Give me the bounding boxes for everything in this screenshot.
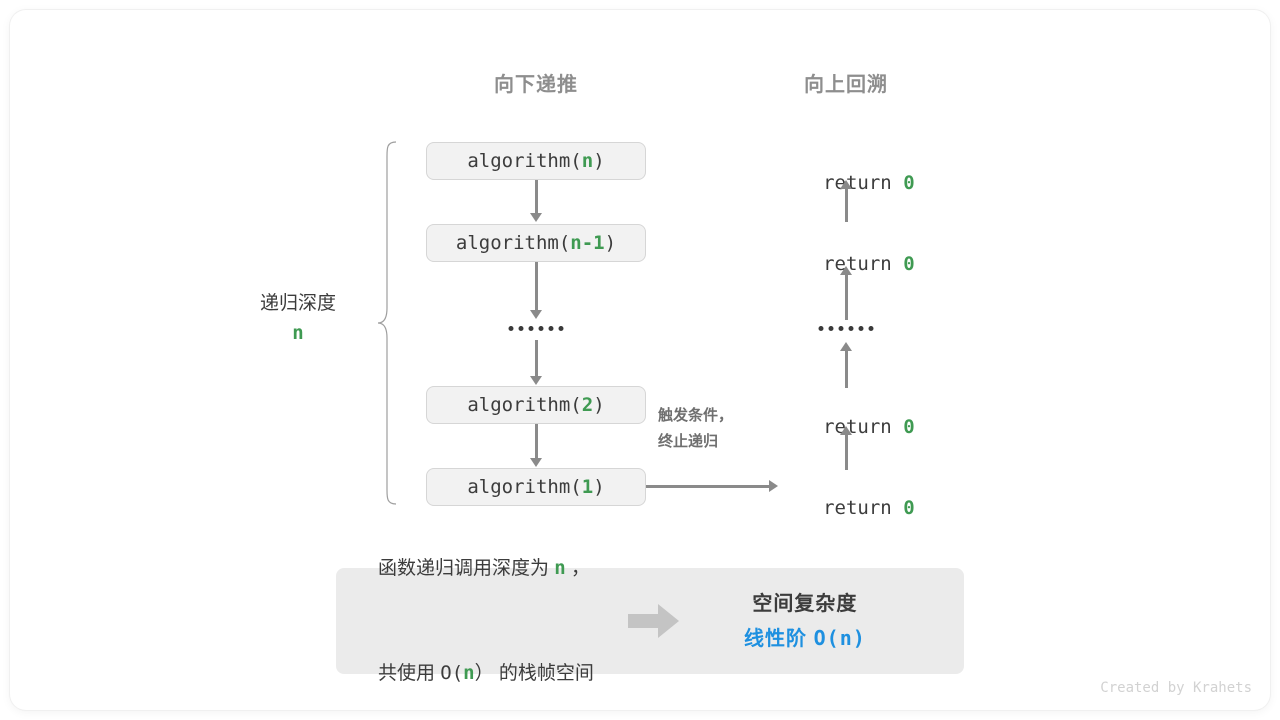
summary-line-2-text-a: 共使用 xyxy=(378,663,441,685)
summary-complexity-value: 线性阶 O(n) xyxy=(710,621,900,656)
summary-line-1-n: n xyxy=(554,556,566,579)
heading-downward-recursion: 向下递推 xyxy=(494,74,578,96)
summary-line-1: 函数递归调用深度为 n ， xyxy=(378,551,594,586)
call-box-n-minus-1[interactable]: algorithm(n-1) xyxy=(426,224,646,262)
summary-complexity-title: 空间复杂度 xyxy=(752,592,858,615)
trigger-note-line2: 终止递归 xyxy=(658,433,719,451)
call-box-n-minus-1-suffix: ) xyxy=(604,232,617,254)
return-label-4: return 0 xyxy=(777,475,915,541)
call-box-2-suffix: ) xyxy=(593,394,605,416)
call-box-2-arg: 2 xyxy=(581,394,594,416)
trigger-condition-note: 触发条件， 终止递归 xyxy=(658,403,733,456)
call-box-2[interactable]: algorithm(2) xyxy=(426,386,646,424)
summary-description: 函数递归调用深度为 n ， 共使用 O(n） 的栈帧空间 xyxy=(378,480,594,710)
call-box-n-arg: n xyxy=(581,150,594,172)
call-box-1-arg: 1 xyxy=(581,476,594,498)
summary-line-2-n: n xyxy=(463,662,475,685)
ellipsis-dots-right xyxy=(818,326,874,331)
return-label-4-keyword: return xyxy=(823,497,904,519)
call-box-n-prefix: algorithm( xyxy=(467,150,582,172)
arrow-down-4 xyxy=(526,424,546,468)
arrow-down-2 xyxy=(526,262,546,320)
arrow-up-1 xyxy=(836,180,856,224)
credit-text: Created by Krahets xyxy=(1100,680,1252,696)
arrow-up-3 xyxy=(836,342,856,388)
trigger-note-line1: 触发条件， xyxy=(658,407,734,424)
diagram-card: 向下递推 向上回溯 递归深度 n algorithm(n) algorithm(… xyxy=(10,10,1270,710)
depth-brace xyxy=(377,141,397,505)
summary-line-2: 共使用 O(n） 的栈帧空间 xyxy=(378,656,594,691)
return-label-1-value: 0 xyxy=(903,172,915,194)
recursion-depth-label: 递归深度 n xyxy=(260,290,336,347)
summary-complexity-order: 线性阶 xyxy=(744,627,814,650)
arrow-down-3 xyxy=(526,340,546,386)
summary-complexity-big-o: O(n) xyxy=(813,625,866,650)
arrow-down-1 xyxy=(526,180,546,224)
summary-line-2-text-b: 的栈帧空间 xyxy=(493,663,594,685)
ellipsis-dots-left xyxy=(508,326,564,331)
call-box-1-prefix: algorithm( xyxy=(467,476,582,498)
return-label-3-value: 0 xyxy=(903,416,915,438)
call-box-1[interactable]: algorithm(1) xyxy=(426,468,646,506)
call-box-n[interactable]: algorithm(n) xyxy=(426,142,646,180)
return-label-4-value: 0 xyxy=(903,497,915,519)
arrow-up-2 xyxy=(836,266,856,320)
summary-line-1-text-a: 函数递归调用深度为 xyxy=(378,557,555,579)
call-box-n-minus-1-arg: n-1 xyxy=(570,232,605,254)
call-box-2-prefix: algorithm( xyxy=(467,394,582,416)
summary-complexity: 空间复杂度 线性阶 O(n) xyxy=(710,587,900,656)
call-box-n-suffix: ) xyxy=(593,150,605,172)
arrow-up-4 xyxy=(836,426,856,470)
recursion-depth-text: 递归深度 xyxy=(259,293,337,314)
right-block-arrow-icon xyxy=(627,604,679,638)
summary-line-2-paren: ） xyxy=(474,663,494,685)
recursion-depth-value: n xyxy=(292,321,304,344)
summary-panel: 函数递归调用深度为 n ， 共使用 O(n） 的栈帧空间 空间复杂度 线性阶 O… xyxy=(336,557,964,684)
call-box-1-suffix: ) xyxy=(593,476,605,498)
heading-upward-backtracking: 向上回溯 xyxy=(804,74,888,96)
summary-line-1-text-b: ， xyxy=(565,557,591,579)
summary-line-2-big-o: O( xyxy=(440,662,464,685)
return-label-2-value: 0 xyxy=(903,253,915,275)
arrow-right-terminate xyxy=(646,473,778,499)
call-box-n-minus-1-prefix: algorithm( xyxy=(455,232,571,254)
